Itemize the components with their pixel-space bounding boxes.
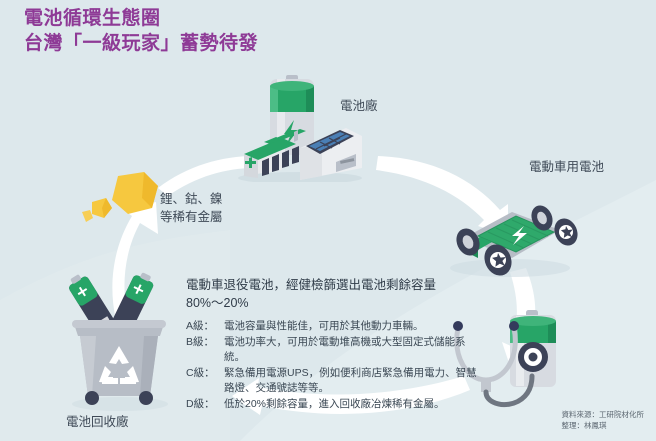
battery-factory-illustration	[238, 75, 362, 182]
stethoscope-earpiece-left	[453, 321, 463, 331]
grade-text-c: 緊急備用電源UPS，例如便利商店緊急備用電力、智慧路燈、交通號誌等等。	[224, 367, 477, 394]
bin-wheel-left	[85, 391, 99, 405]
grade-text-a: 電池容量與性能佳，可用於其他動力車輛。	[224, 320, 424, 332]
bin-wheel-right	[139, 391, 153, 405]
stethoscope-chestpiece	[518, 342, 548, 372]
center-headline-text: 電動車退役電池，經健檢篩選出電池剩餘容量	[186, 278, 437, 292]
label-battery-factory: 電池廠	[340, 99, 378, 113]
label-rare-metals: 鋰、鈷、鎳 等稀有金屬	[160, 190, 223, 226]
center-headline: 電動車退役電池，經健檢篩選出電池剩餘容量 80%～20%	[186, 276, 486, 312]
grade-text-d: 低於20%剩餘容量，進入回收廠冶煉稀有金屬。	[224, 398, 445, 410]
cycle-arrow-icon	[232, 376, 470, 415]
center-capacity-range: 80%～20%	[186, 296, 249, 310]
grade-row-a: A級： 電池容量與性能佳，可用於其他動力車輛。	[186, 319, 486, 334]
recycle-symbol-icon	[99, 346, 139, 384]
wheel-front-left	[456, 228, 480, 256]
solar-panel-icon	[306, 130, 354, 154]
stethoscope-earpiece-right	[509, 321, 519, 331]
grade-key-a: A級：	[186, 320, 215, 332]
battery-health-check-illustration	[453, 310, 556, 408]
grade-key-c: C級：	[186, 367, 215, 379]
grade-row-c: C級： 緊急備用電源UPS，例如便利商店緊急備用電力、智慧路燈、交通號誌等等。	[186, 366, 486, 396]
label-rare-metals-line-2: 等稀有金屬	[160, 210, 223, 224]
title-line-1: 電池循環生態圈	[24, 8, 161, 29]
grade-key-b: B級：	[186, 336, 215, 348]
page-title: 電池循環生態圈 台灣「一級玩家」蓄勢待發	[24, 6, 258, 56]
credit-source: 資料來源：工研院材化所	[561, 410, 645, 419]
battery-in-bin-left	[69, 274, 116, 335]
factory-building-left	[244, 138, 299, 178]
credit-editor: 整理：林鳳琪	[561, 421, 607, 430]
label-ev-battery: 電動車用電池	[529, 160, 605, 174]
wheel-front-right	[531, 205, 553, 231]
ore-nugget-icon	[82, 172, 158, 222]
battery-in-bin-right	[111, 272, 154, 333]
factory-building-right	[300, 128, 362, 180]
grade-key-d: D級：	[186, 398, 215, 410]
rare-metals-illustration	[82, 172, 158, 222]
grade-row-d: D級： 低於20%剩餘容量，進入回收廠冶煉稀有金屬。	[186, 397, 486, 412]
cycle-arrow-icon	[376, 156, 508, 236]
grade-list: A級： 電池容量與性能佳，可用於其他動力車輛。 B級： 電池功率大，可用於電動堆…	[186, 319, 486, 412]
recycling-plant-illustration	[69, 272, 168, 411]
credit-block: 資料來源：工研院材化所 整理：林鳳琪	[562, 409, 645, 431]
wheel-rear-left	[484, 244, 512, 276]
center-description-block: 電動車退役電池，經健檢篩選出電池剩餘容量 80%～20% A級： 電池容量與性能…	[186, 276, 486, 413]
title-line-2: 台灣「一級玩家」蓄勢待發	[24, 33, 259, 54]
label-rare-metals-line-1: 鋰、鈷、鎳	[160, 192, 223, 206]
lightning-bolt-icon	[512, 226, 527, 245]
stethoscope-tube	[483, 373, 535, 408]
grade-text-b: 電池功率大，可用於電動堆高機或大型固定式儲能系統。	[224, 336, 466, 363]
wheel-rear-right	[554, 218, 578, 246]
ev-battery-illustration	[450, 205, 578, 277]
grade-row-b: B級： 電池功率大，可用於電動堆高機或大型固定式儲能系統。	[186, 335, 486, 365]
label-recycling-plant: 電池回收廠	[66, 415, 129, 429]
